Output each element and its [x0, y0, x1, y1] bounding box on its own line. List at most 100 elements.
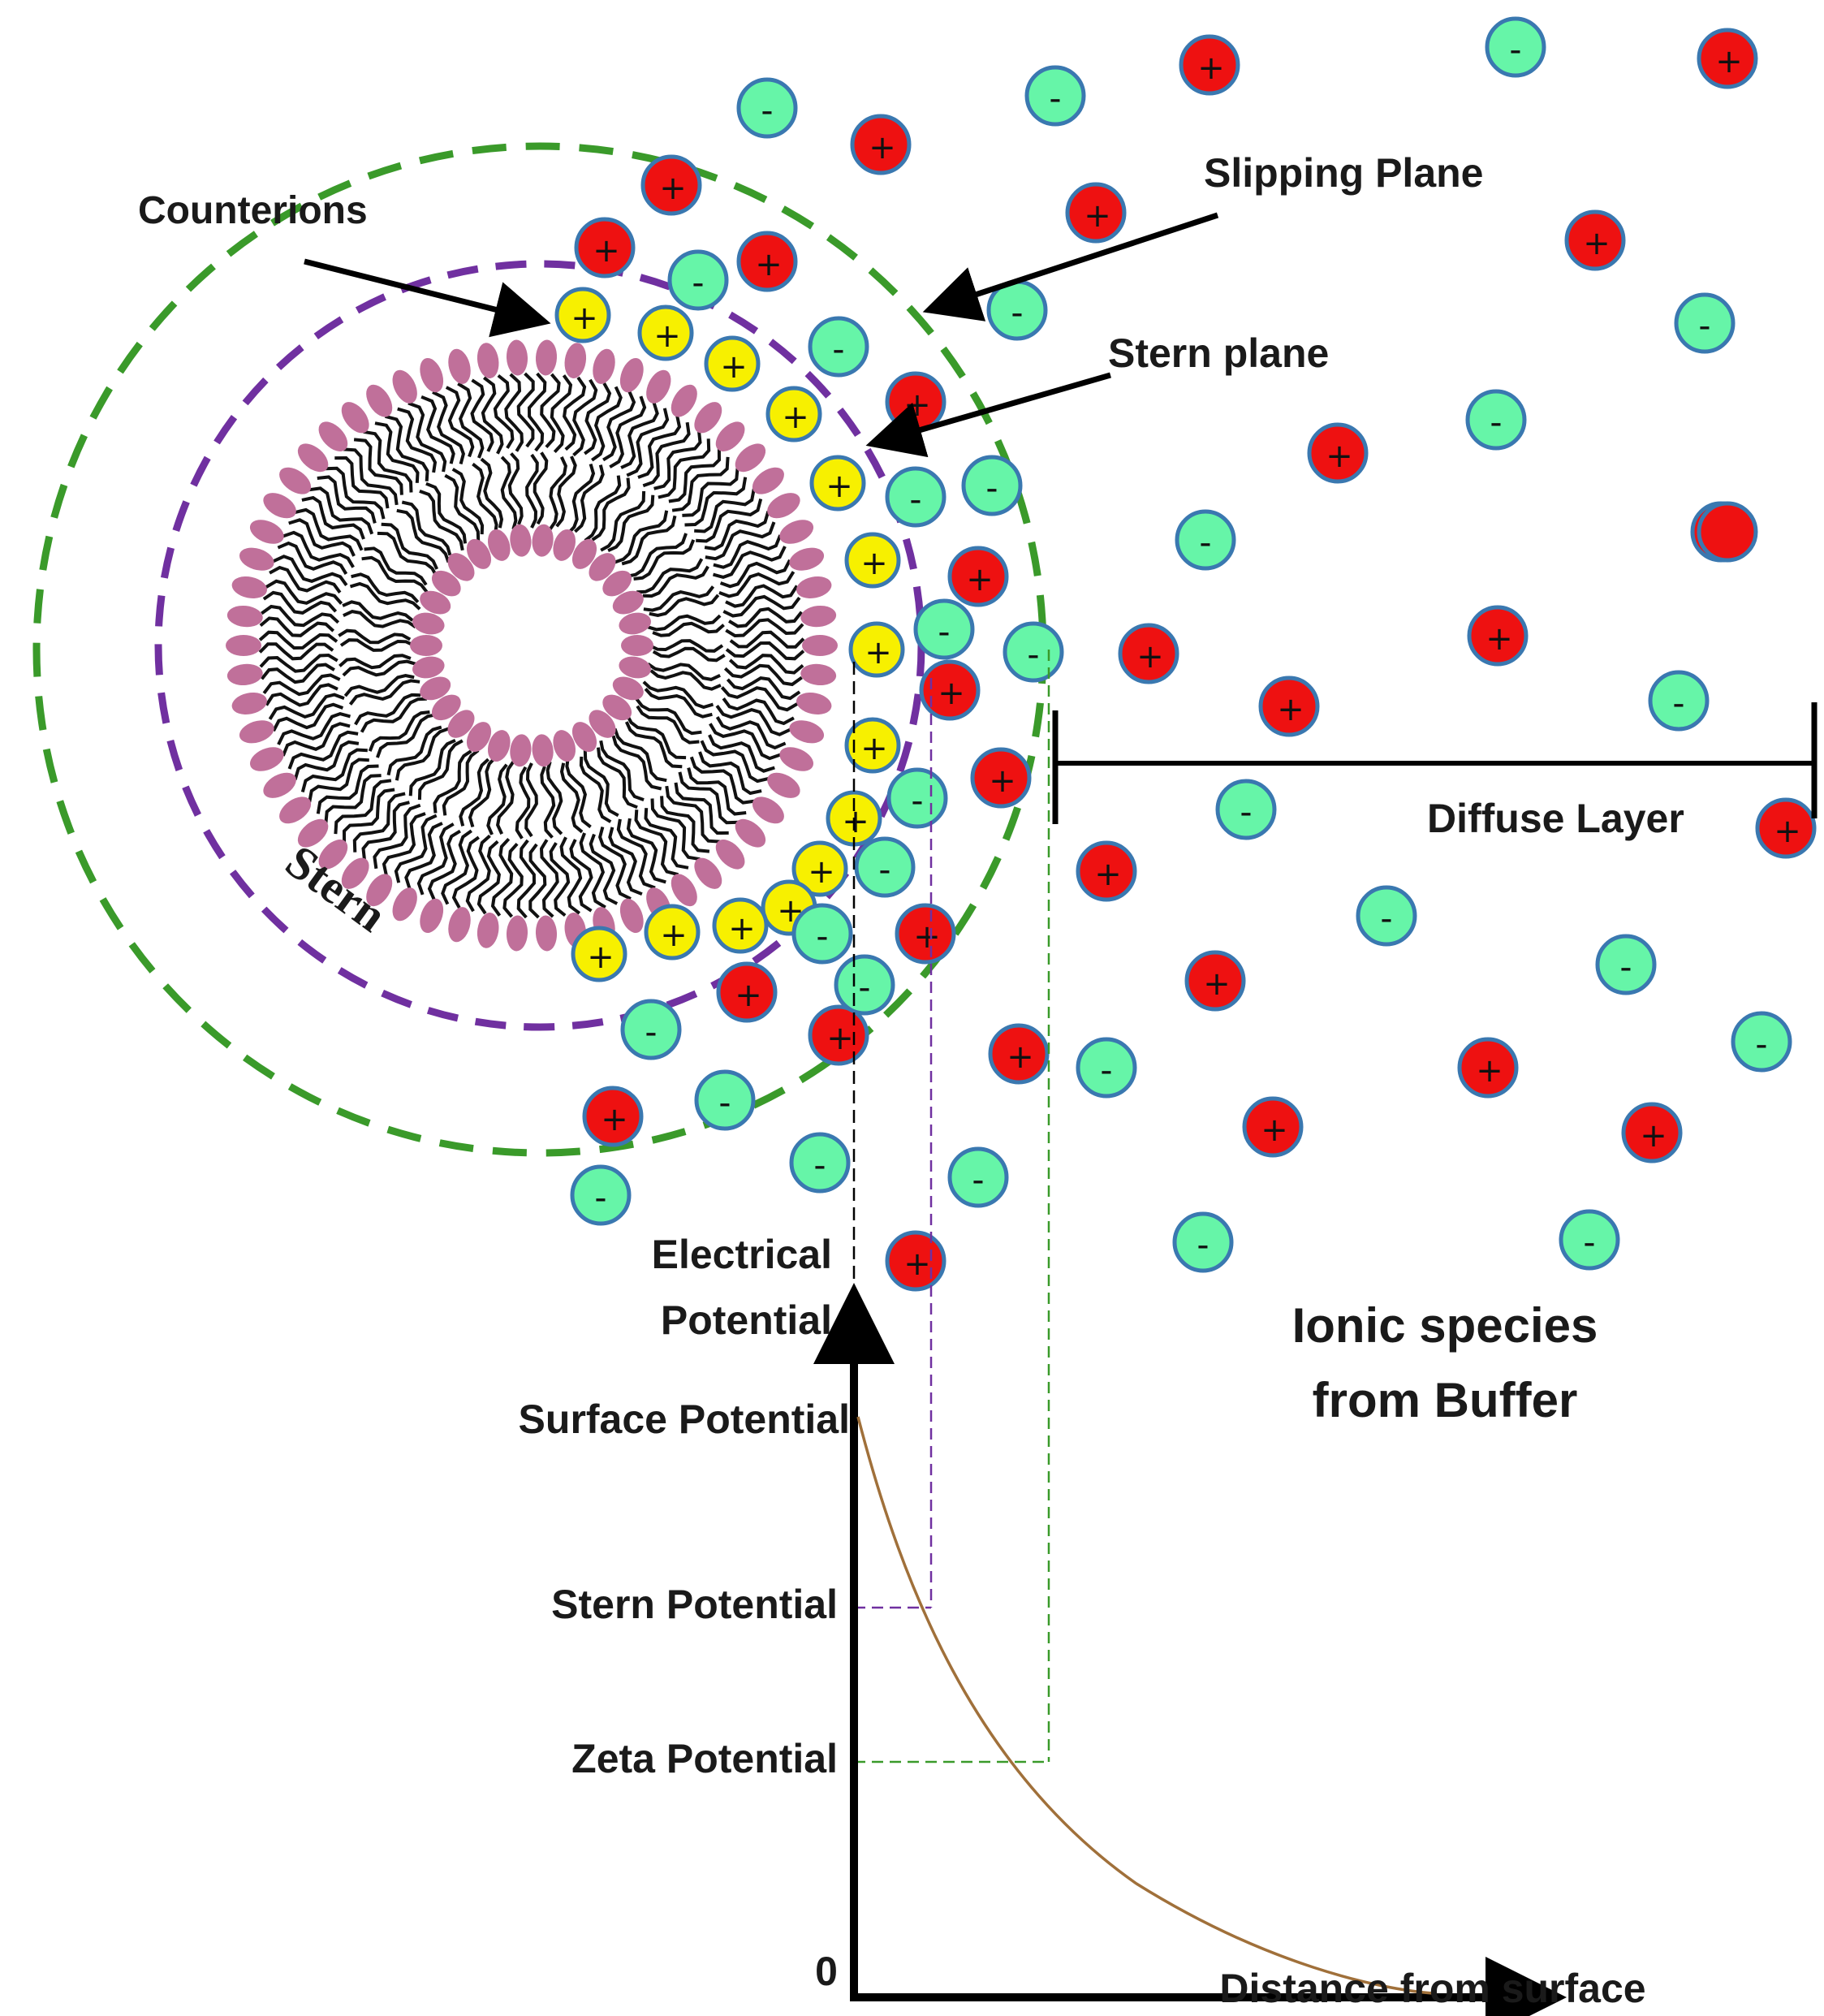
- anion: -: [854, 836, 916, 898]
- plus-sign: +: [903, 386, 931, 424]
- ion-body: [789, 1132, 851, 1194]
- ion-body: [1356, 885, 1417, 947]
- anion: -: [1175, 509, 1236, 571]
- cation: +: [1467, 605, 1529, 667]
- cation: +: [1457, 1037, 1519, 1099]
- lipid-head-group: [510, 734, 532, 767]
- lipid-tail: [334, 455, 390, 509]
- minus-sign: -: [1240, 792, 1252, 832]
- lipid-tail: [352, 792, 406, 853]
- lipid-head-group: [431, 694, 461, 721]
- lipid-tail: [726, 676, 801, 701]
- lipid-tail: [343, 610, 416, 628]
- ion-body: [844, 717, 901, 774]
- ion-body: [961, 455, 1023, 516]
- micelle: [226, 339, 838, 952]
- lipid-head-group: [431, 570, 461, 597]
- plus-sign: +: [1640, 1117, 1667, 1155]
- ion-body: [712, 897, 769, 954]
- lipid-head-group: [564, 343, 587, 378]
- lipid-head-group: [239, 547, 274, 571]
- lipid-head-group: [802, 635, 838, 656]
- plus-sign: +: [1476, 1052, 1503, 1090]
- lipid-head-group: [735, 443, 766, 473]
- lipid-head-group: [553, 529, 576, 561]
- ion-body: [947, 1146, 1009, 1208]
- lipid-head-group: [506, 915, 528, 952]
- plus-sign: +: [938, 675, 965, 712]
- ion-body: [1179, 34, 1240, 96]
- lipid-tail: [574, 464, 605, 533]
- cation: +: [1065, 182, 1127, 244]
- lipid-tail: [649, 669, 722, 691]
- lipid-tail: [660, 796, 710, 853]
- cation: +: [1564, 209, 1626, 271]
- lipid-tail: [316, 764, 379, 814]
- anion: -: [1485, 16, 1546, 78]
- minus-sign: -: [972, 1160, 984, 1200]
- ion-body: [1307, 422, 1369, 484]
- lipid-tail: [416, 822, 455, 896]
- ion-body: [736, 77, 798, 139]
- plus-sign: +: [826, 468, 853, 505]
- lipid-head-group: [593, 348, 615, 384]
- ion-body: [1076, 1037, 1137, 1099]
- lipid-tail: [374, 421, 420, 483]
- minus-sign: -: [1672, 684, 1684, 723]
- lipid-tail: [665, 785, 721, 844]
- lipid-tail: [591, 386, 623, 462]
- lipid-head-group: [279, 796, 312, 824]
- lipid-head-group: [279, 467, 312, 494]
- lipid-head-group: [779, 520, 814, 544]
- counterion: +: [791, 840, 848, 897]
- lipid-head-group: [447, 710, 475, 738]
- plus-sign: +: [1326, 438, 1353, 475]
- ion-body: [885, 466, 946, 528]
- anion: -: [913, 598, 975, 660]
- lipid-tail: [636, 558, 704, 594]
- lipid-tail: [377, 531, 438, 577]
- ion-body: [1076, 840, 1137, 902]
- lipid-tail: [417, 739, 464, 801]
- ion-body: [885, 1230, 946, 1292]
- plus-sign: +: [989, 762, 1016, 800]
- minus-sign: -: [832, 330, 844, 369]
- ion-body: [1674, 292, 1736, 354]
- lipid-head-group: [448, 348, 471, 384]
- lipid-head-group: [249, 520, 284, 544]
- anion: -: [1559, 1209, 1620, 1271]
- plus-sign: +: [735, 977, 762, 1014]
- lipid-head-group: [231, 576, 268, 598]
- plus-sign: +: [720, 348, 748, 386]
- lipid-head-group: [420, 357, 444, 393]
- lipid-tail: [500, 455, 518, 530]
- lipid-tail: [620, 402, 659, 469]
- plus-sign: +: [1007, 1038, 1034, 1076]
- lipid-tail: [481, 376, 504, 455]
- lipid-head-group: [646, 369, 671, 404]
- lipid-head-group: [735, 818, 766, 848]
- lipid-head-group: [694, 857, 722, 889]
- cation: +: [988, 1023, 1050, 1085]
- lipid-tail: [602, 391, 636, 462]
- minus-sign: -: [1027, 635, 1039, 675]
- lipid-tail: [260, 663, 335, 684]
- minus-sign: -: [594, 1178, 606, 1218]
- lipid-tail: [584, 475, 622, 542]
- lipid-head-group: [589, 553, 616, 581]
- minus-sign: -: [1380, 899, 1392, 939]
- minus-sign: -: [761, 91, 773, 131]
- ion-body: [574, 217, 636, 278]
- anion: -: [620, 999, 682, 1060]
- lipid-head-group: [410, 635, 442, 656]
- lipid-tail: [689, 756, 756, 805]
- lipid-tail: [516, 839, 537, 919]
- minus-sign: -: [813, 1146, 826, 1185]
- ion-body: [1697, 501, 1758, 563]
- minus-sign: -: [878, 850, 890, 890]
- lipid-tail: [451, 468, 485, 535]
- anion: -: [1465, 389, 1527, 451]
- lipid-head-group: [239, 720, 274, 744]
- ion-body: [667, 249, 729, 311]
- lipid-head-group: [671, 874, 697, 907]
